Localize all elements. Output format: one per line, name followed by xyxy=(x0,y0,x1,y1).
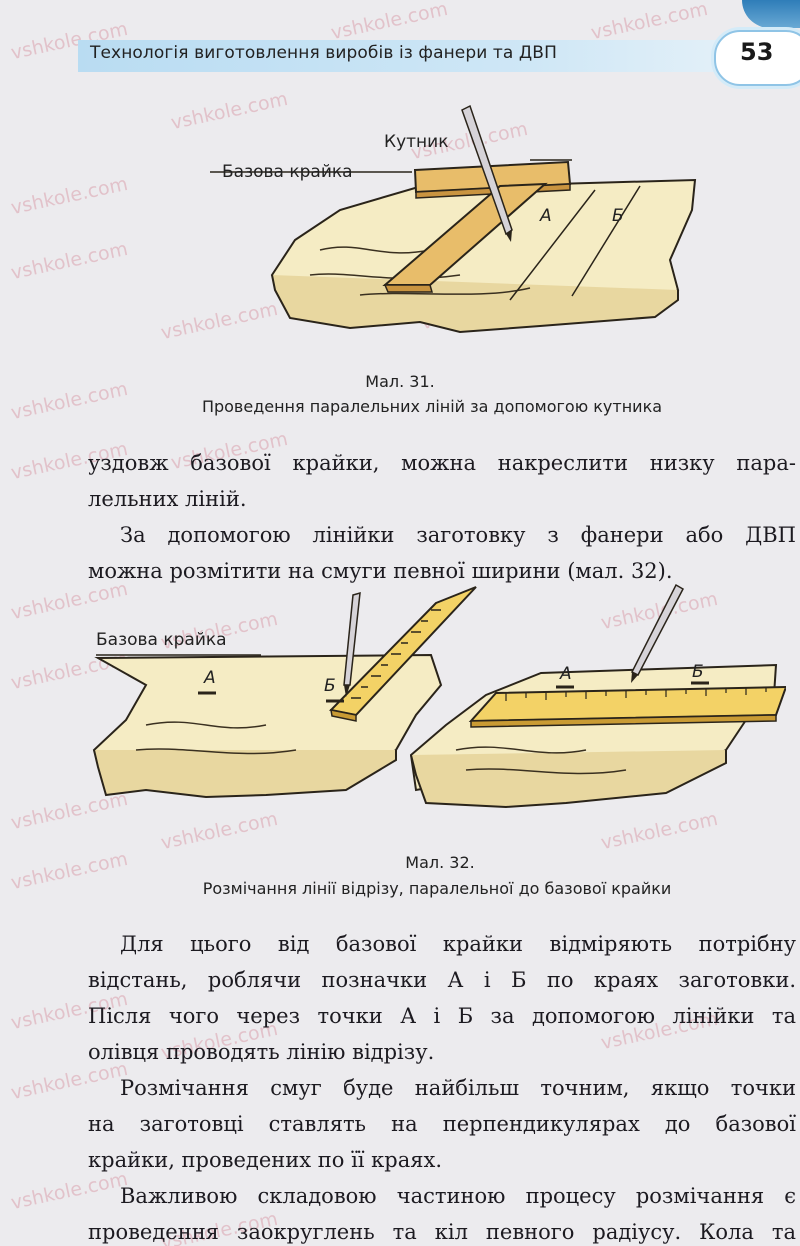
text-line: лельних ліній. xyxy=(88,487,247,511)
watermark: vshkole.com xyxy=(329,0,450,45)
paragraph-5: Важливою складовою частиною процесу розм… xyxy=(88,1178,796,1246)
base-edge-label: Базова крайка xyxy=(222,162,353,182)
base-edge-label-32: Базова крайка xyxy=(96,630,227,650)
point-a-label: А xyxy=(540,206,552,226)
figure-31-caption: Проведення паралельних ліній за допомого… xyxy=(201,397,663,416)
figure-32-number: Мал. 32. xyxy=(405,853,475,872)
figure-31-illustration xyxy=(210,104,697,334)
right-point-a-label: А xyxy=(560,664,572,684)
text-line: на заготовці ставлять на перпендикулярах… xyxy=(88,1112,796,1136)
text-line: можна розмітити на смуги певної ширини (… xyxy=(88,559,673,583)
text-line: Після чого через точки А і Б за допомого… xyxy=(88,1004,796,1028)
text-line: уздовж базової крайки, можна накреслити … xyxy=(88,451,796,475)
figure-31-number: Мал. 31. xyxy=(365,372,435,391)
paragraph-4: Розмічання смуг буде найбільш точним, як… xyxy=(88,1070,796,1178)
text-line: За допомогою лінійки заготовку з фанери … xyxy=(120,523,796,547)
paragraph-1: уздовж базової крайки, можна накреслити … xyxy=(88,445,796,517)
left-point-a-label: А xyxy=(204,668,216,688)
corner-decoration xyxy=(742,0,800,28)
page-number: 53 xyxy=(740,38,774,66)
corner-square-label: Кутник xyxy=(384,132,449,152)
header-bar xyxy=(78,40,728,72)
figure-32-caption: Розмічання лінії відрізу, паралельної до… xyxy=(202,879,672,898)
right-pencil xyxy=(630,583,684,677)
watermark: vshkole.com xyxy=(9,237,130,285)
text-line: олівця проводять лінію відрізу. xyxy=(88,1040,435,1064)
text-line: крайки, проведених по її краях. xyxy=(88,1148,443,1172)
paragraph-2: За допомогою лінійки заготовку з фанери … xyxy=(88,517,796,589)
chapter-title: Технологія виготовлення виробів із фанер… xyxy=(90,43,557,63)
watermark: vshkole.com xyxy=(9,172,130,220)
left-point-b-label: Б xyxy=(324,676,336,696)
right-point-b-label: Б xyxy=(692,662,704,682)
text-line: Розмічання смуг буде найбільш точним, як… xyxy=(120,1076,796,1100)
text-line: проведення заокруглень та кіл певного ра… xyxy=(88,1220,796,1244)
watermark: vshkole.com xyxy=(589,0,710,45)
text-line: Важливою складовою частиною процесу розм… xyxy=(120,1184,796,1208)
text-line: Для цього від базової крайки відміряють … xyxy=(120,932,796,956)
point-b-label: Б xyxy=(612,206,624,226)
figure-32-illustration xyxy=(92,583,786,809)
paragraph-3: Для цього від базової крайки відміряють … xyxy=(88,926,796,1070)
page-number-badge xyxy=(714,30,800,86)
text-line: відстань, роблячи позначки А і Б по края… xyxy=(88,968,796,992)
